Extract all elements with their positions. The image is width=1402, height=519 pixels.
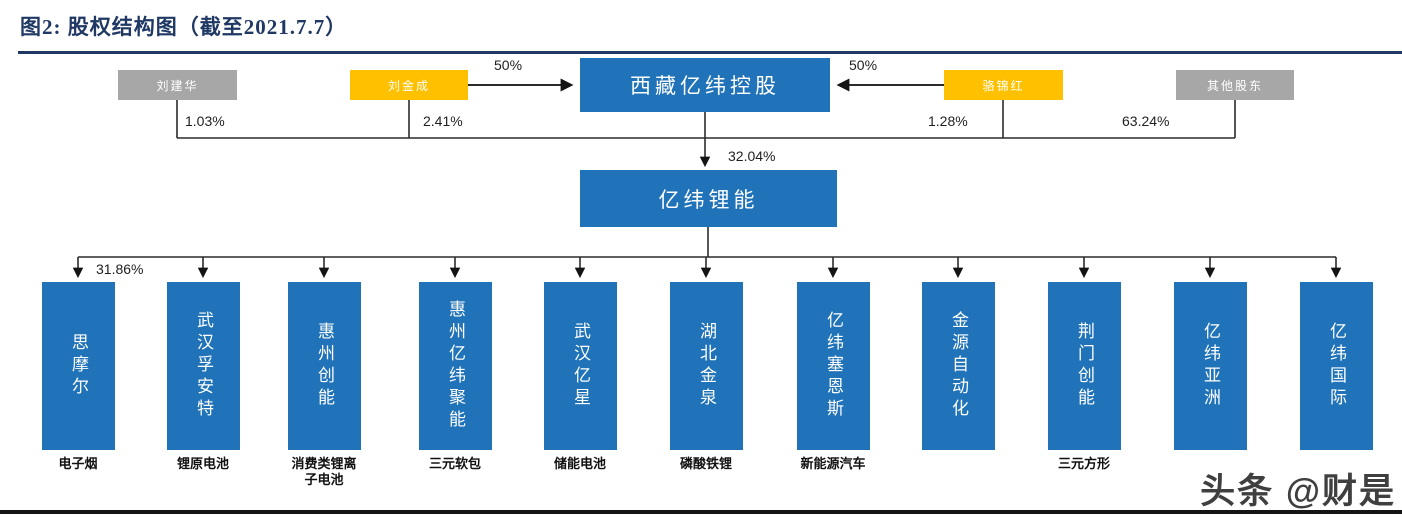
subsidiary-node-hubei-jinquan: 湖北金泉 [670,282,743,450]
subsidiary-node-wuhan-yixing: 武汉亿星 [544,282,617,450]
product-label: 消费类锂离子电池 [291,456,357,487]
figure-title: 图2: 股权结构图（截至2021.7.7） [20,15,348,39]
subsidiary-name: 金源自动化 [949,311,968,421]
node-eve-energy-listed: 亿纬锂能 [580,170,837,227]
node-tibet-evebattery-holding: 西藏亿纬控股 [580,58,830,112]
node-luo-jinhong: 骆锦红 [944,70,1063,100]
subsidiary-name: 亿纬亚洲 [1201,322,1220,410]
product-label: 磷酸铁锂 [679,456,732,471]
stake-label-liu-jincheng-holding: 50% [494,57,523,73]
subsidiary-name: 湖北金泉 [697,322,716,410]
subsidiary-node-jingmen-chuangneng: 荆门创能 [1048,282,1121,450]
stake-label-liu-jincheng: 2.41% [423,113,463,129]
title-divider [18,51,1402,54]
subsidiary-name: 亿纬塞恩斯 [824,311,843,421]
subsidiary-node-eve-international: 亿纬国际 [1300,282,1373,450]
subsidiary-name: 亿纬国际 [1327,322,1346,410]
subsidiary-name: 惠州亿纬聚能 [446,300,465,432]
subsidiary-node-eve-asia: 亿纬亚洲 [1174,282,1247,450]
subsidiary-name: 惠州创能 [315,322,334,410]
subsidiary-node-jinyuan-automation: 金源自动化 [922,282,995,450]
product-label: 三元方形 [1057,456,1110,471]
stake-label-liu-jianhua: 1.03% [185,113,225,129]
subsidiary-node-smoore: 思摩尔 [42,282,115,450]
node-other-shareholders: 其他股东 [1176,70,1294,100]
product-label: 三元软包 [428,456,481,471]
stake-label-smoore: 31.86% [96,261,144,277]
subsidiary-node-eve-saiensi: 亿纬塞恩斯 [797,282,870,450]
stake-label-luo-jinhong-holding: 50% [849,57,878,73]
subsidiary-name: 思摩尔 [69,333,88,399]
subsidiary-name: 武汉亿星 [571,322,590,410]
subsidiary-name: 武汉孚安特 [194,311,213,421]
subsidiary-node-huizhou-eve-juneng: 惠州亿纬聚能 [419,282,492,450]
node-liu-jianhua: 刘建华 [118,70,237,100]
node-liu-jincheng: 刘金成 [350,70,468,100]
product-label: 储能电池 [553,456,606,471]
stake-label-other-shareholders: 63.24% [1122,113,1170,129]
subsidiary-node-huizhou-chuangneng: 惠州创能 [288,282,361,450]
subsidiary-name: 荆门创能 [1075,322,1094,410]
stake-label-luo-jinhong: 1.28% [928,113,968,129]
product-label: 电子烟 [58,456,98,471]
product-label: 新能源汽车 [800,456,866,471]
bottom-divider [0,510,1402,514]
product-label: 锂原电池 [176,456,229,471]
subsidiary-node-wuhan-fuante: 武汉孚安特 [167,282,240,450]
stake-label-holding-in-listed: 32.04% [728,148,776,164]
watermark-toutiao-caishi: 头条 @财是 [1200,472,1396,511]
